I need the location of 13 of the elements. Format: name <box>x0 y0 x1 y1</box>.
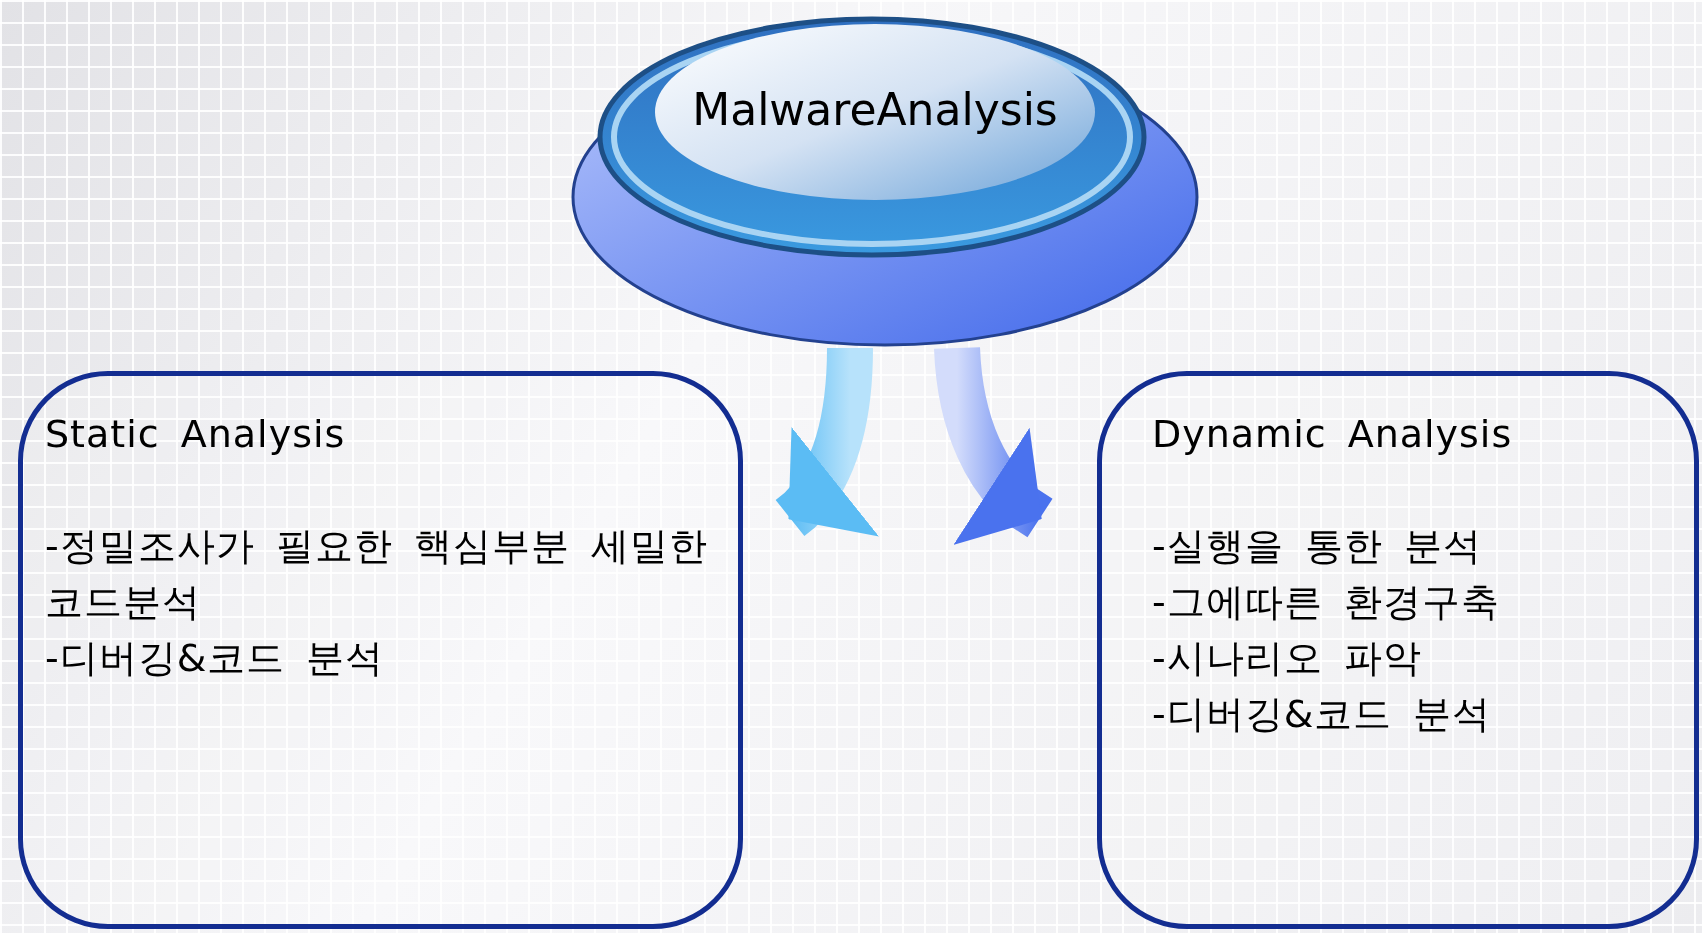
rounded-box <box>18 371 743 929</box>
curved-arrow <box>934 346 1053 546</box>
curved-arrow <box>775 347 879 537</box>
bullet-text: -시나리오 파악 <box>1152 635 1423 682</box>
bullet-text: -정밀조사가 필요한 핵심부분 세밀한 코드분석 <box>45 523 709 626</box>
bullet-text: -디버깅&코드 분석 <box>1152 691 1493 738</box>
node-title: MalwareAnalysis <box>691 83 1059 137</box>
box-heading: Static Analysis <box>45 411 347 458</box>
rounded-box <box>1097 371 1699 929</box>
box-heading: Dynamic Analysis <box>1152 411 1514 458</box>
bullet-text: -디버깅&코드 분석 <box>45 635 386 682</box>
bullet-text: -실행을 통한 분석 <box>1152 523 1483 570</box>
bullet-text: -그에따른 환경구축 <box>1152 579 1501 626</box>
